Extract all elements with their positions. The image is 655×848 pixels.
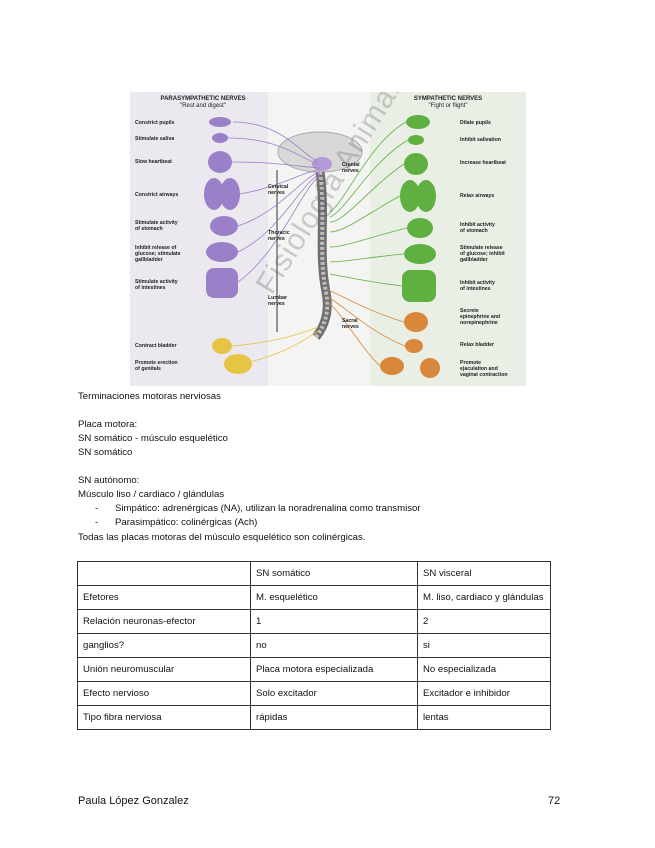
- right-label: Inhibit salivation: [460, 137, 501, 143]
- table-header-row: SN somático SN visceral: [77, 561, 551, 586]
- bladder-icon: [212, 338, 232, 354]
- left-label: Stimulate saliva: [135, 136, 175, 142]
- table-cell: No especializada: [417, 657, 551, 682]
- right-label: Secrete epinephrine and norepinephrine: [460, 308, 501, 326]
- left-label: Stimulate activity of intestines: [135, 279, 178, 291]
- lungs-icon: [204, 178, 224, 210]
- table-cell: [77, 561, 251, 586]
- table-cell: 1: [250, 609, 418, 634]
- right-label: Promote ejaculation and vaginal contract…: [460, 360, 508, 378]
- eye-icon: [209, 117, 231, 127]
- autonomic-nervous-system-figure: PARASYMPATHETIC NERVES "Rest and digest"…: [130, 92, 526, 386]
- heart-icon: [404, 153, 428, 175]
- table-row: ganglios? no si: [77, 633, 551, 658]
- table-row: Unión neuromuscular Placa motora especia…: [77, 657, 551, 682]
- table-cell: lentas: [417, 705, 551, 730]
- table-row: Relación neuronas-efector 1 2: [77, 609, 551, 634]
- stomach-icon: [210, 216, 238, 236]
- liver-icon: [404, 244, 436, 264]
- placa-line-1: SN somático - músculo esquelético: [78, 433, 228, 444]
- parasympathetic-title: PARASYMPATHETIC NERVES "Rest and digest": [138, 96, 268, 110]
- sympathetic-organs: [400, 115, 436, 302]
- bullet-item: - Simpático: adrenérgicas (NA), utilizan …: [95, 502, 421, 516]
- section-heading: Terminaciones motoras nerviosas: [78, 391, 221, 402]
- left-label: Contract bladder: [135, 343, 177, 349]
- table-cell: M. liso, cardiaco y glándulas: [417, 585, 551, 610]
- bullet-marker: -: [95, 517, 99, 528]
- left-label: Constrict airways: [135, 192, 179, 198]
- placa-title: Placa motora:: [78, 419, 138, 430]
- nerve-label-sacral: Sacral nerves: [342, 318, 359, 330]
- adrenal-icon: [404, 312, 428, 332]
- nerve-label-lumbar: Lumbar nerves: [268, 295, 288, 307]
- right-label: Relax airways: [460, 193, 495, 199]
- table-cell: rápidas: [250, 705, 418, 730]
- table-cell: Unión neuromuscular: [77, 657, 251, 682]
- table-cell: SN somático: [250, 561, 418, 586]
- left-label: Promote erection of genitals: [135, 360, 178, 372]
- intestines-icon: [206, 268, 238, 298]
- liver-icon: [206, 242, 238, 262]
- sympathetic-title: SYMPATHETIC NERVES "Fight or flight": [378, 96, 518, 110]
- comparison-table: SN somático SN visceral Efetores M. esqu…: [77, 561, 551, 730]
- parasympathetic-subtitle: "Rest and digest": [180, 103, 226, 109]
- table-cell: si: [417, 633, 551, 658]
- eye-icon: [406, 115, 430, 129]
- right-label: Inhibit activity of stomach: [460, 222, 495, 234]
- footer-author: Paula López Gonzalez: [78, 795, 189, 807]
- bullet-item: - Parasimpático: colinérgicas (Ach): [95, 516, 257, 530]
- nerve-label-cranial: Cranial nerves: [342, 162, 360, 174]
- stomach-icon: [407, 218, 433, 238]
- autonomo-title: SN autónomo:: [78, 475, 140, 486]
- intestines-icon: [402, 270, 436, 302]
- nerve-label-cervical: Cervical nerves: [268, 184, 289, 196]
- parasympathetic-title-text: PARASYMPATHETIC NERVES: [160, 96, 246, 102]
- table-cell: Solo excitador: [250, 681, 418, 706]
- page-number: 72: [548, 795, 561, 807]
- figure-drawing: [130, 92, 526, 386]
- right-label: Inhibit activity of intestines: [460, 280, 495, 292]
- table-cell: M. esquelético: [250, 585, 418, 610]
- left-label: Inhibit release of glucose; stimulate ga…: [135, 245, 181, 263]
- right-label: Dilate pupils: [460, 120, 491, 126]
- left-label: Constrict pupils: [135, 120, 175, 126]
- nerve-label-thoracic: Thoracic nerves: [268, 230, 290, 242]
- table-cell: Efetores: [77, 585, 251, 610]
- bullet-text: Parasimpático: colinérgicas (Ach): [115, 517, 258, 528]
- bullet-marker: -: [95, 503, 99, 514]
- table-row: Efetores M. esquelético M. liso, cardiac…: [77, 585, 551, 610]
- table-cell: Relación neuronas-efector: [77, 609, 251, 634]
- table-cell: Placa motora especializada: [250, 657, 418, 682]
- table-cell: no: [250, 633, 418, 658]
- right-label: Stimulate release of glucose; inhibit ga…: [460, 245, 505, 263]
- heart-icon: [208, 151, 232, 173]
- parasympathetic-organs: [204, 117, 240, 298]
- placa-line-2: SN somático: [78, 447, 133, 458]
- table-cell: SN visceral: [417, 561, 551, 586]
- bullet-text: Simpático: adrenérgicas (NA), utilizan l…: [115, 503, 421, 514]
- table-cell: Tipo fibra nerviosa: [77, 705, 251, 730]
- table-cell: Efecto nervioso: [77, 681, 251, 706]
- lungs-icon: [400, 180, 420, 212]
- table-cell: ganglios?: [77, 633, 251, 658]
- sympathetic-title-text: SYMPATHETIC NERVES: [413, 96, 483, 102]
- table-row: Tipo fibra nerviosa rápidas lentas: [77, 705, 551, 730]
- left-label: Stimulate activity of stomach: [135, 220, 178, 232]
- sympathetic-subtitle: "Fight or flight": [428, 103, 468, 109]
- table-row: Efecto nervioso Solo excitador Excitador…: [77, 681, 551, 706]
- table-cell: 2: [417, 609, 551, 634]
- left-label: Slow heartbeat: [135, 159, 172, 165]
- right-label: Increase heartbeat: [460, 160, 506, 166]
- closing-text: Todas las placas motoras del músculo esq…: [78, 532, 366, 543]
- right-label: Relax bladder: [460, 342, 495, 348]
- autonomo-line: Músculo liso / cardiaco / glándulas: [78, 489, 225, 500]
- table-cell: Excitador e inhibidor: [417, 681, 551, 706]
